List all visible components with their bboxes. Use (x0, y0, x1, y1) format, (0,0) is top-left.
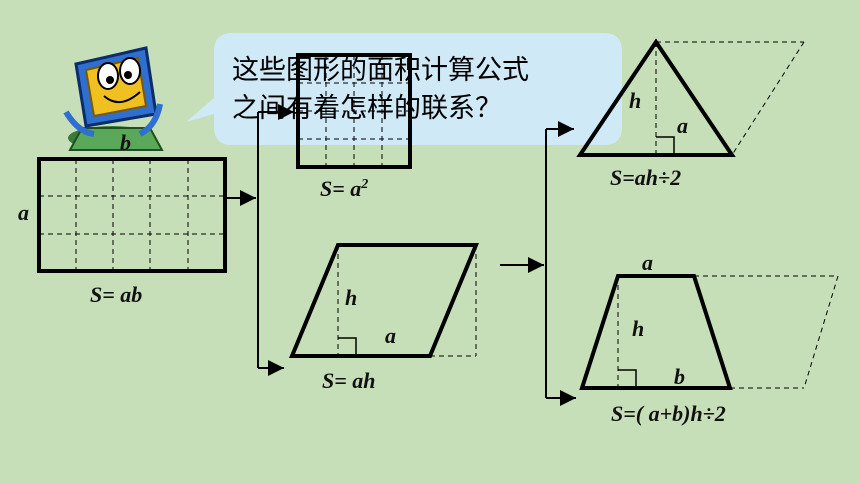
parallelogram-base-label: a (385, 323, 396, 348)
trapezoid-top-label: a (642, 250, 653, 275)
speech-bubble (186, 33, 622, 145)
triangle-base-label: a (677, 113, 688, 138)
computer-mascot-icon (63, 46, 164, 151)
parallelogram-shape (289, 243, 479, 358)
rectangle-side-label: a (18, 200, 29, 225)
square-formula: S= a2 (320, 176, 368, 201)
trapezoid-height-label: h (632, 316, 644, 341)
triangle-height-label: h (629, 88, 641, 113)
speech-bubble-text: 这些图形的面积计算公式 之间有着怎样的联系？ (232, 52, 612, 128)
question-line-1: 这些图形的面积计算公式 (232, 55, 529, 86)
rectangle-formula: S= ab (90, 282, 142, 307)
trapezoid-formula: S=( a+b)h÷2 (611, 401, 726, 426)
question-line-2: 之间有着怎样的联系？ (232, 93, 502, 124)
connector-arrows-right (500, 121, 576, 406)
connector-arrows-left (225, 104, 294, 376)
rectangle-shape (37, 157, 227, 273)
rectangle-top-label: b (120, 130, 131, 155)
square-shape (296, 53, 412, 169)
triangle-shape (576, 38, 805, 157)
trapezoid-shape (579, 274, 839, 390)
triangle-formula: S=ah÷2 (610, 165, 681, 190)
trapezoid-base-label: b (674, 364, 685, 389)
parallelogram-formula: S= ah (322, 368, 376, 393)
parallelogram-height-label: h (345, 285, 357, 310)
